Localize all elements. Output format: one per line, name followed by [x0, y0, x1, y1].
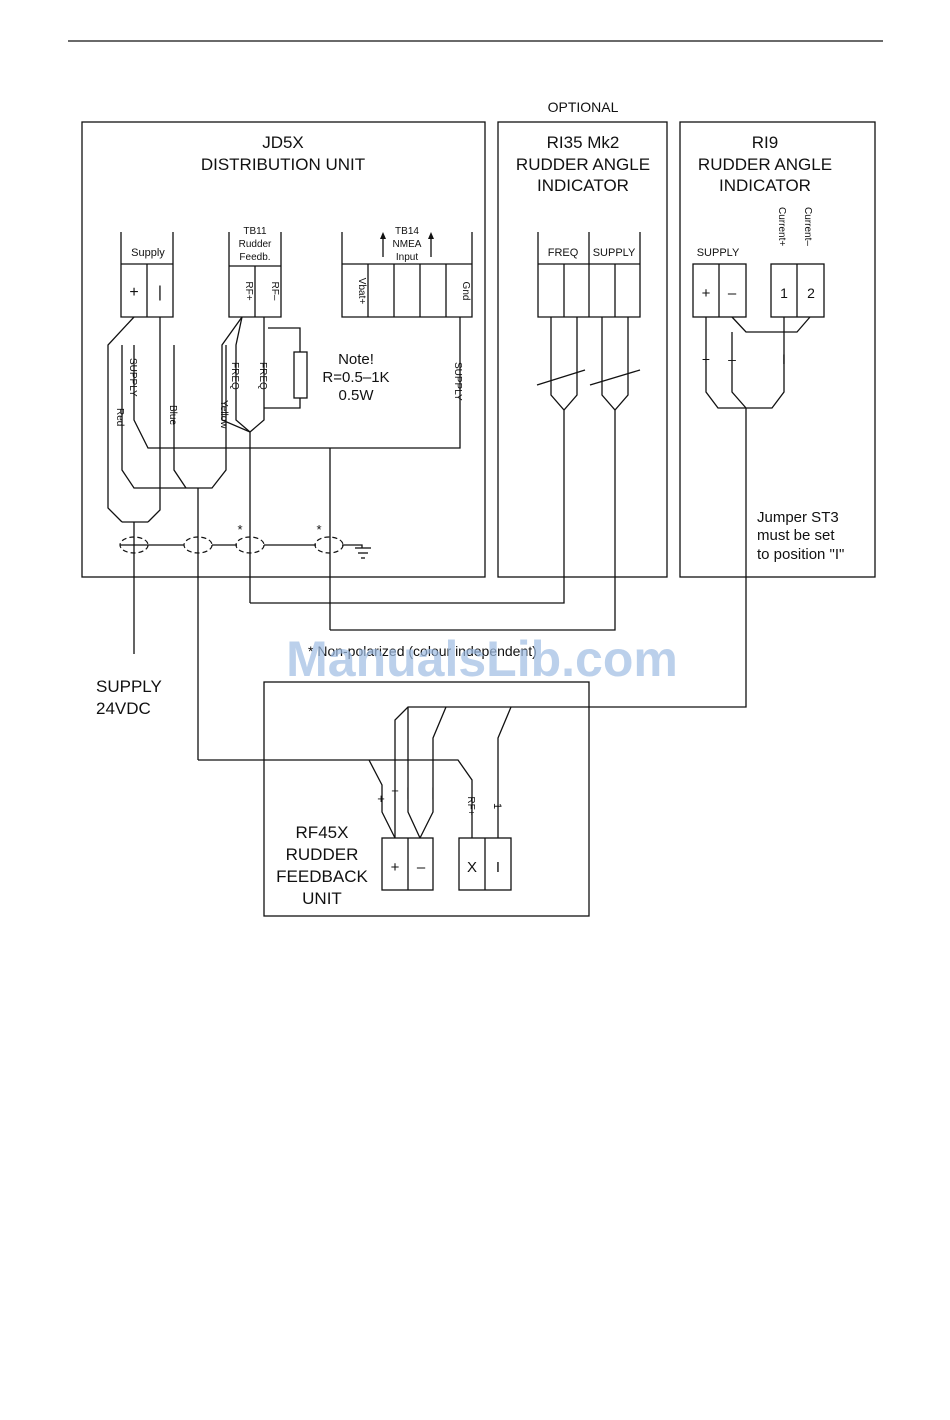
rf45x-wire-plus-1: + — [377, 791, 385, 806]
svg-text:+: + — [129, 284, 138, 301]
svg-text:FREQ: FREQ — [548, 247, 579, 259]
svg-text:TB14: TB14 — [395, 226, 419, 237]
wire-label-freq1: FREQ — [229, 362, 240, 390]
ri35-subtitle: RUDDER ANGLE — [516, 155, 650, 174]
note-power: 0.5W — [338, 387, 374, 404]
svg-text:NMEA: NMEA — [393, 239, 422, 250]
rf45x-title-2: RUDDER — [286, 845, 359, 864]
svg-text:1: 1 — [780, 285, 788, 301]
ri35-wiring — [250, 317, 641, 631]
jd5x-box — [81, 121, 486, 578]
supply-24vdc-line1: SUPPLY — [96, 677, 162, 696]
svg-text:Vbat+: Vbat+ — [356, 278, 367, 305]
rf45x-wiring — [198, 706, 512, 839]
svg-text:Feedb.: Feedb. — [239, 252, 270, 263]
star-2: * — [316, 522, 321, 537]
ri9-subtitle2: INDICATOR — [719, 176, 811, 195]
ri9-wire-minus: – — [728, 351, 736, 367]
svg-text:RF+: RF+ — [243, 281, 254, 300]
star-1: * — [237, 522, 242, 537]
svg-text:Input: Input — [396, 252, 418, 263]
optional-label: OPTIONAL — [548, 99, 619, 115]
jd5x-subtitle: DISTRIBUTION UNIT — [201, 155, 365, 174]
svg-text:Current+: Current+ — [776, 207, 787, 246]
svg-text:|: | — [158, 284, 162, 301]
jumper-note-2: must be set — [757, 527, 835, 544]
rf45x-wire-one: 1 — [491, 803, 503, 809]
tb14-terminal-block: TB14 NMEA Input Vbat+ Gnd — [341, 226, 473, 318]
rf45x-box — [263, 681, 590, 917]
rf45x-title-4: UNIT — [302, 889, 342, 908]
ri9-wire-i: I — [782, 351, 786, 367]
rf45x-terminal-block: + – X I — [381, 837, 512, 891]
ri9-box — [679, 121, 876, 578]
svg-text:+: + — [391, 859, 400, 876]
watermark: ManualsLib.com — [286, 631, 678, 687]
svg-text:Rudder: Rudder — [239, 239, 272, 250]
tb11-terminal-block: TB11 Rudder Feedb. RF+ RF– — [228, 226, 282, 318]
ri9-subtitle: RUDDER ANGLE — [698, 155, 832, 174]
rf45x-wire-plus-2: + — [391, 783, 399, 798]
svg-text:SUPPLY: SUPPLY — [697, 247, 740, 259]
ri35-terminal-block: FREQ SUPPLY — [537, 232, 641, 318]
svg-text:X: X — [467, 859, 477, 876]
wire-label-red: Red — [114, 408, 125, 426]
supply-terminal-block: Supply + | — [120, 232, 174, 318]
ri35-subtitle2: INDICATOR — [537, 176, 629, 195]
footnote: * Non-polarized (colour independent) — [308, 643, 537, 659]
svg-text:–: – — [417, 859, 426, 876]
rf45x-wire-minus-2: | — [431, 785, 434, 800]
wire-label-yellow: Yellow — [218, 400, 229, 429]
svg-text:SUPPLY: SUPPLY — [593, 247, 636, 259]
svg-text:RF–: RF– — [269, 282, 280, 301]
wire-label-supply-left: SUPPLY — [127, 358, 138, 397]
rf45x-wire-rf: RF+ — [465, 796, 476, 815]
supply-24vdc-line2: 24VDC — [96, 699, 151, 718]
svg-text:+: + — [702, 285, 711, 302]
rf45x-wire-minus-1: | — [406, 785, 409, 800]
svg-text:2: 2 — [807, 285, 815, 301]
wire-label-supply-right: SUPPLY — [452, 362, 463, 401]
ri9-terminal-block: SUPPLY + – Current+ Current– 1 2 — [692, 207, 825, 318]
wire-label-blue: Blue — [167, 405, 178, 425]
note-resistance: R=0.5–1K — [322, 369, 389, 386]
jumper-note-1: Jumper ST3 — [757, 509, 839, 526]
note-title: Note! — [338, 351, 374, 368]
jumper-note-3: to position "I" — [757, 546, 844, 563]
ri35-title: RI35 Mk2 — [547, 133, 620, 152]
ri35-box — [497, 121, 668, 578]
ri9-wire-plus: + — [702, 351, 710, 367]
rf45x-title-1: RF45X — [296, 823, 349, 842]
svg-text:I: I — [496, 859, 500, 876]
svg-text:–: – — [728, 285, 737, 302]
jd5x-title: JD5X — [262, 133, 304, 152]
ri9-title: RI9 — [752, 133, 778, 152]
wire-label-freq2: FREQ — [257, 362, 268, 390]
svg-text:TB11: TB11 — [243, 226, 267, 237]
jd5x-wiring — [107, 316, 461, 760]
svg-text:Current–: Current– — [802, 207, 813, 246]
svg-text:Gnd: Gnd — [460, 282, 471, 301]
rf45x-title-3: FEEDBACK — [276, 867, 368, 886]
svg-text:Supply: Supply — [131, 247, 165, 259]
